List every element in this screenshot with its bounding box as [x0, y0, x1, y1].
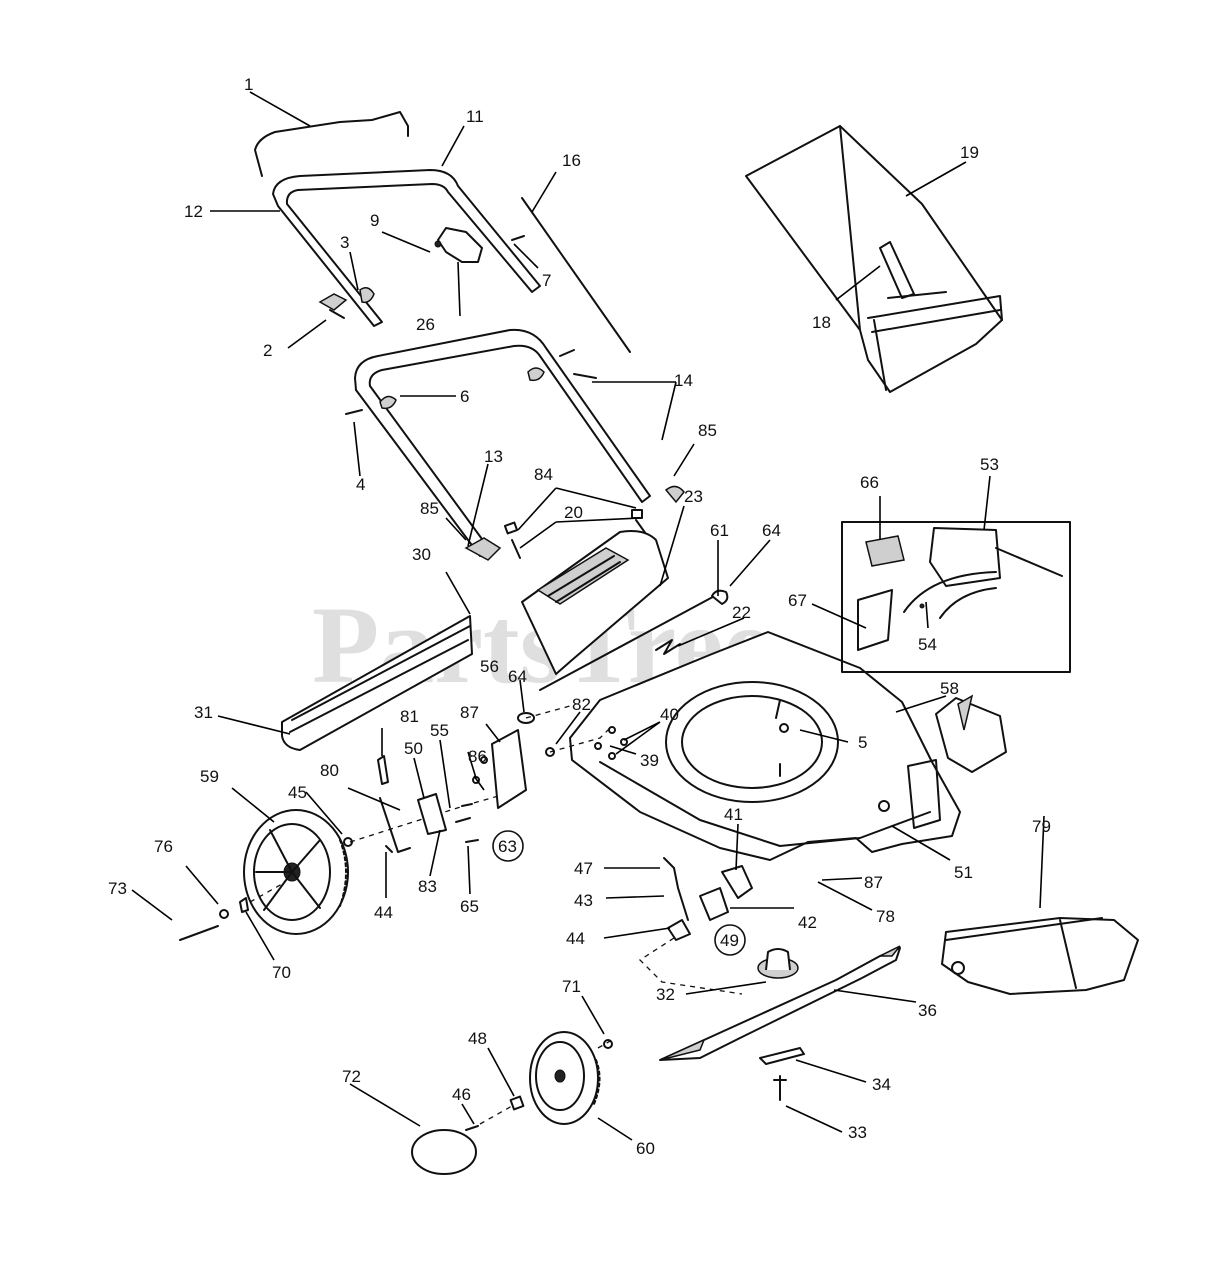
part-label-64-upper: 64 — [762, 521, 781, 540]
part-label-73: 73 — [108, 879, 127, 898]
part-label-26: 26 — [416, 315, 435, 334]
upper-handle — [272, 169, 541, 327]
part-label-5: 5 — [858, 733, 867, 752]
grass-catcher — [745, 125, 1003, 393]
part-label-36: 36 — [918, 1001, 937, 1020]
control-cable — [521, 197, 631, 353]
part-label-45: 45 — [288, 783, 307, 802]
part-label-47: 47 — [574, 859, 593, 878]
part-label-2: 2 — [263, 341, 272, 360]
cable-guide — [434, 227, 525, 263]
part-label-83: 83 — [418, 877, 437, 896]
part-label-42: 42 — [798, 913, 817, 932]
part-label-33: 33 — [848, 1123, 867, 1142]
part-label-76: 76 — [154, 837, 173, 856]
side-discharge-chute — [941, 917, 1139, 995]
part-label-55: 55 — [430, 721, 449, 740]
part-label-84: 84 — [534, 465, 553, 484]
part-label-70: 70 — [272, 963, 291, 982]
part-label-64-lower: 64 — [508, 667, 527, 686]
hubcap — [411, 1039, 613, 1175]
part-label-50: 50 — [404, 739, 423, 758]
part-label-53: 53 — [980, 455, 999, 474]
part-label-34: 34 — [872, 1075, 891, 1094]
part-label-43: 43 — [574, 891, 593, 910]
part-label-85-lower: 85 — [420, 499, 439, 518]
ref-circle-49 — [714, 924, 746, 956]
part-label-22: 22 — [732, 603, 751, 622]
part-label-59: 59 — [200, 767, 219, 786]
part-label-39: 39 — [640, 751, 659, 770]
part-label-60: 60 — [636, 1139, 655, 1158]
handle-knob — [318, 287, 375, 319]
blade — [659, 945, 901, 1061]
rear-left-wheel — [243, 809, 349, 935]
part-label-87-right: 87 — [864, 873, 883, 892]
part-label-87-left: 87 — [460, 703, 479, 722]
part-label-79: 79 — [1032, 817, 1051, 836]
part-label-49: 49 — [720, 931, 739, 950]
part-label-6: 6 — [460, 387, 469, 406]
part-label-51: 51 — [954, 863, 973, 882]
rear-guard — [281, 615, 473, 751]
part-label-3: 3 — [340, 233, 349, 252]
part-label-63: 63 — [498, 837, 517, 856]
part-label-54: 54 — [918, 635, 937, 654]
part-label-82: 82 — [572, 695, 591, 714]
ref-circle-63 — [492, 830, 524, 862]
handle-brackets — [464, 485, 685, 561]
part-label-40: 40 — [660, 705, 679, 724]
part-label-31: 31 — [194, 703, 213, 722]
leader-lines — [131, 91, 1045, 1141]
part-label-32: 32 — [656, 985, 675, 1004]
part-label-65: 65 — [460, 897, 479, 916]
part-label-67: 67 — [788, 591, 807, 610]
part-label-16: 16 — [562, 151, 581, 170]
axle-bracket — [377, 705, 613, 853]
part-label-56: 56 — [480, 657, 499, 676]
part-label-85-upper: 85 — [698, 421, 717, 440]
part-label-78: 78 — [876, 907, 895, 926]
part-label-86: 86 — [468, 747, 487, 766]
part-label-18: 18 — [812, 313, 831, 332]
blade-adapter — [757, 948, 805, 1101]
part-label-61: 61 — [710, 521, 729, 540]
deck-fasteners — [594, 723, 789, 760]
part-label-7: 7 — [542, 271, 551, 290]
front-wheel — [529, 1031, 601, 1125]
rear-rod — [539, 589, 729, 691]
part-label-48: 48 — [468, 1029, 487, 1048]
part-label-23: 23 — [684, 487, 703, 506]
mower-deck — [569, 631, 961, 861]
mulch-kit-inset — [841, 521, 1071, 673]
part-label-20: 20 — [564, 503, 583, 522]
deck-drive-parts — [638, 857, 753, 995]
part-label-12: 12 — [184, 202, 203, 221]
part-label-19: 19 — [960, 143, 979, 162]
rear-door — [521, 530, 669, 675]
part-label-41: 41 — [724, 805, 743, 824]
part-label-71: 71 — [562, 977, 581, 996]
part-number-labels: 1 2 3 4 5 6 7 9 11 12 13 14 16 18 19 20 … — [108, 75, 1051, 1158]
part-label-14: 14 — [674, 371, 693, 390]
part-label-80: 80 — [320, 761, 339, 780]
part-label-58: 58 — [940, 679, 959, 698]
part-label-72: 72 — [342, 1067, 361, 1086]
part-label-66: 66 — [860, 473, 879, 492]
height-adjuster — [935, 694, 1007, 773]
control-bar — [254, 111, 409, 177]
part-label-44-left: 44 — [374, 903, 393, 922]
part-label-13: 13 — [484, 447, 503, 466]
lower-handle — [345, 328, 651, 557]
part-label-1: 1 — [244, 75, 253, 94]
part-label-44-right: 44 — [566, 929, 585, 948]
part-label-4: 4 — [356, 475, 365, 494]
part-label-11: 11 — [466, 107, 484, 126]
part-label-46: 46 — [452, 1085, 471, 1104]
part-label-81: 81 — [400, 707, 419, 726]
part-label-30: 30 — [412, 545, 431, 564]
part-label-9: 9 — [370, 211, 379, 230]
